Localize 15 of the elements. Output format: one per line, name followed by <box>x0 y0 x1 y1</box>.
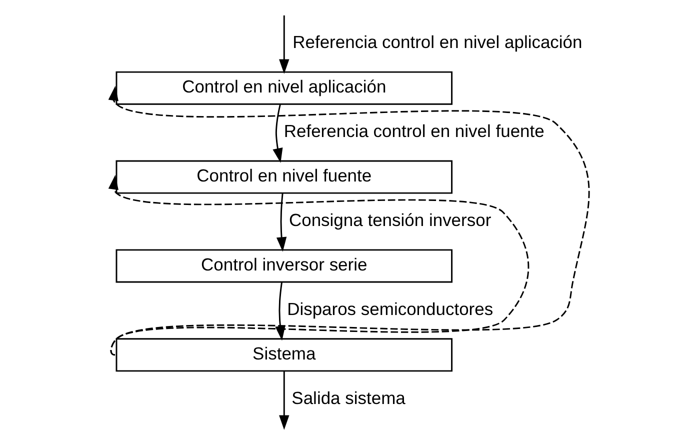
edge-label: Referencia control en nivel aplicación <box>292 32 582 52</box>
arrow <box>279 15 290 74</box>
arrow <box>272 104 283 163</box>
edge-label: Referencia control en nivel fuente <box>284 121 544 142</box>
node-box: Sistema <box>116 338 453 372</box>
arrow <box>108 174 529 356</box>
node-box: Control en nivel aplicación <box>116 71 453 105</box>
edge-label: Consigna tensión inversor <box>288 210 492 230</box>
node-box: Control en nivel fuente <box>116 160 453 194</box>
edge-label: Salida sistema <box>292 388 406 408</box>
edge-label: Disparos semiconductores <box>287 298 494 319</box>
arrow <box>108 86 590 356</box>
arrow <box>276 193 287 252</box>
arrow <box>279 372 290 430</box>
node-box: Control inversor serie <box>116 249 453 283</box>
